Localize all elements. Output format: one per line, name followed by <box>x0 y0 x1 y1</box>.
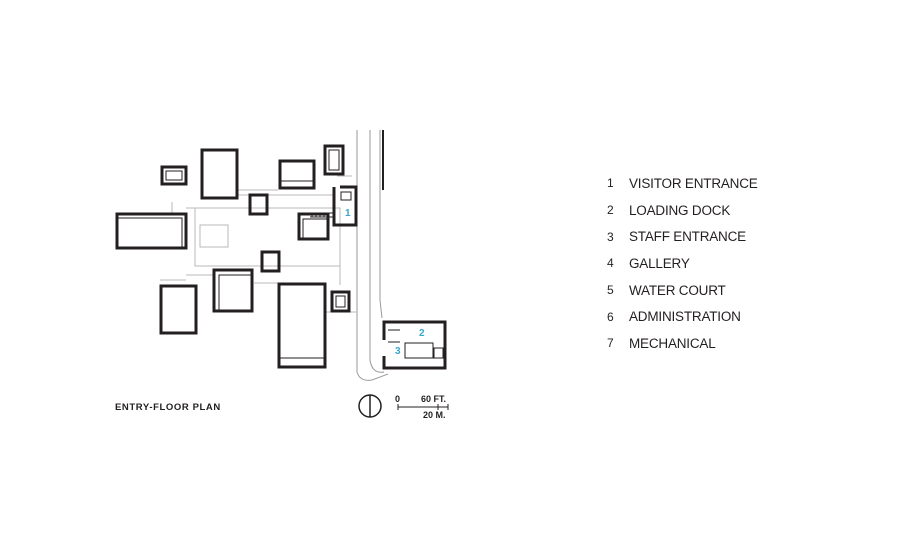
pavilion-d <box>323 144 345 176</box>
scale-feet-label: 60 FT. <box>421 394 446 404</box>
legend-number: 5 <box>607 283 614 298</box>
legend-item: 6 ADMINISTRATION <box>607 303 758 330</box>
pavilion-h <box>260 250 281 273</box>
legend-item: 4 GALLERY <box>607 250 758 277</box>
scale-bar: 0 60 FT. 20 M. <box>395 394 449 420</box>
scale-meters-label: 20 M. <box>423 410 446 420</box>
callout-2: 2 <box>419 328 425 339</box>
legend-number: 3 <box>607 229 614 244</box>
legend-number: 4 <box>607 256 614 271</box>
legend-item: 2 LOADING DOCK <box>607 197 758 224</box>
legend-label: GALLERY <box>629 255 690 271</box>
pavilion-b <box>200 148 239 200</box>
legend-number: 7 <box>607 336 614 351</box>
legend-item: 1 VISITOR ENTRANCE <box>607 170 758 197</box>
legend-item: 7 MECHANICAL <box>607 330 758 357</box>
gallery-pavilions <box>115 144 351 369</box>
callout-3: 3 <box>395 346 401 357</box>
scale-zero-label: 0 <box>395 394 400 404</box>
legend-item: 3 STAFF ENTRANCE <box>607 223 758 250</box>
legend-number: 1 <box>607 176 614 191</box>
legend-number: 6 <box>607 309 614 324</box>
pavilion-c <box>278 159 316 190</box>
plan-title: ENTRY-FLOOR PLAN <box>115 402 221 413</box>
access-road <box>356 130 389 381</box>
north-arrow-icon <box>358 394 382 418</box>
pavilion-k <box>277 282 327 369</box>
pavilion-j <box>159 284 198 335</box>
pavilion-a <box>160 165 188 186</box>
pavilion-e <box>248 193 269 216</box>
legend-label: ADMINISTRATION <box>629 309 741 325</box>
legend-item: 5 WATER COURT <box>607 277 758 304</box>
legend-label: WATER COURT <box>629 282 726 298</box>
pavilion-g <box>297 212 330 241</box>
legend-number: 2 <box>607 203 614 218</box>
pavilion-i <box>212 268 254 313</box>
administration-building <box>382 320 447 370</box>
mechanical-block <box>330 290 351 313</box>
legend-label: LOADING DOCK <box>629 202 731 218</box>
legend-label: VISITOR ENTRANCE <box>629 175 758 191</box>
callout-1: 1 <box>345 208 351 219</box>
legend: 1 VISITOR ENTRANCE 2 LOADING DOCK 3 STAFF E… <box>607 170 758 357</box>
pavilion-f <box>115 212 188 250</box>
legend-label: MECHANICAL <box>629 335 716 351</box>
legend-label: STAFF ENTRANCE <box>629 229 746 245</box>
visitor-entrance-building <box>308 185 358 227</box>
